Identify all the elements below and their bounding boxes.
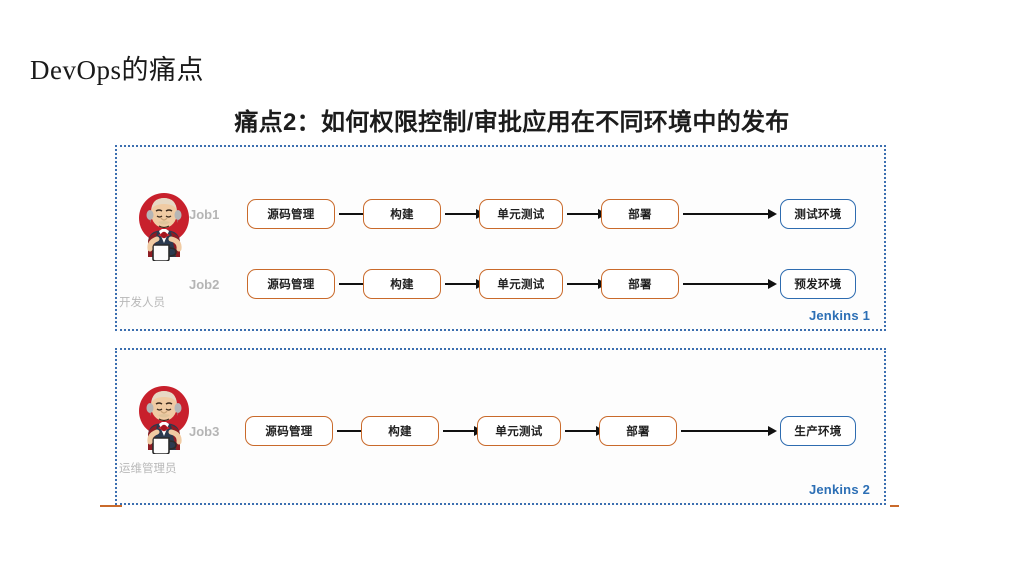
panel-tag-jenkins-1: Jenkins 1 xyxy=(808,308,870,323)
stage-box-scm-job2[interactable]: 源码管理 xyxy=(247,269,335,299)
job-label-job2[interactable]: Job2 xyxy=(189,277,220,292)
actor-label-developer: 开发人员 xyxy=(119,297,165,309)
stage-box-build-job3[interactable]: 构建 xyxy=(361,416,439,446)
actor-label-operations: 运维管理员 xyxy=(119,463,177,475)
panel-jenkins-2: 运维管理员 Job3 源码管理 构建 单元测试 部署 生产环境 Jenkins … xyxy=(115,348,886,505)
stage-box-deploy-job1[interactable]: 部署 xyxy=(601,199,679,229)
panel-jenkins-1: 开发人员 Job1 源码管理 构建 单元测试 部署 测试环境 Job2 源码管理… xyxy=(115,145,886,331)
stage-box-unittest-job1[interactable]: 单元测试 xyxy=(479,199,563,229)
stage-box-build-job1[interactable]: 构建 xyxy=(363,199,441,229)
env-box-staging[interactable]: 预发环境 xyxy=(780,269,856,299)
stage-box-build-job2[interactable]: 构建 xyxy=(363,269,441,299)
job-label-job3[interactable]: Job3 xyxy=(189,424,220,439)
job-label-job1[interactable]: Job1 xyxy=(189,207,220,222)
jenkins-butler-icon xyxy=(135,380,193,455)
crop-mark-left xyxy=(100,505,122,507)
arrow-deploy-to-env-job1 xyxy=(683,209,777,220)
crop-mark-right xyxy=(890,505,899,507)
slide-title: DevOps的痛点 xyxy=(30,55,204,85)
stage-box-deploy-job2[interactable]: 部署 xyxy=(601,269,679,299)
stage-box-unittest-job3[interactable]: 单元测试 xyxy=(477,416,561,446)
stage-box-scm-job3[interactable]: 源码管理 xyxy=(245,416,333,446)
jenkins-butler-icon xyxy=(135,187,193,262)
stage-box-deploy-job3[interactable]: 部署 xyxy=(599,416,677,446)
arrow-deploy-to-env-job3 xyxy=(681,426,777,437)
stage-box-scm-job1[interactable]: 源码管理 xyxy=(247,199,335,229)
figure-heading: 痛点2：如何权限控制/审批应用在不同环境中的发布 xyxy=(234,109,790,136)
env-box-test[interactable]: 测试环境 xyxy=(780,199,856,229)
env-box-production[interactable]: 生产环境 xyxy=(780,416,856,446)
stage-box-unittest-job2[interactable]: 单元测试 xyxy=(479,269,563,299)
arrow-deploy-to-env-job2 xyxy=(683,279,777,290)
panel-tag-jenkins-2: Jenkins 2 xyxy=(808,482,870,497)
